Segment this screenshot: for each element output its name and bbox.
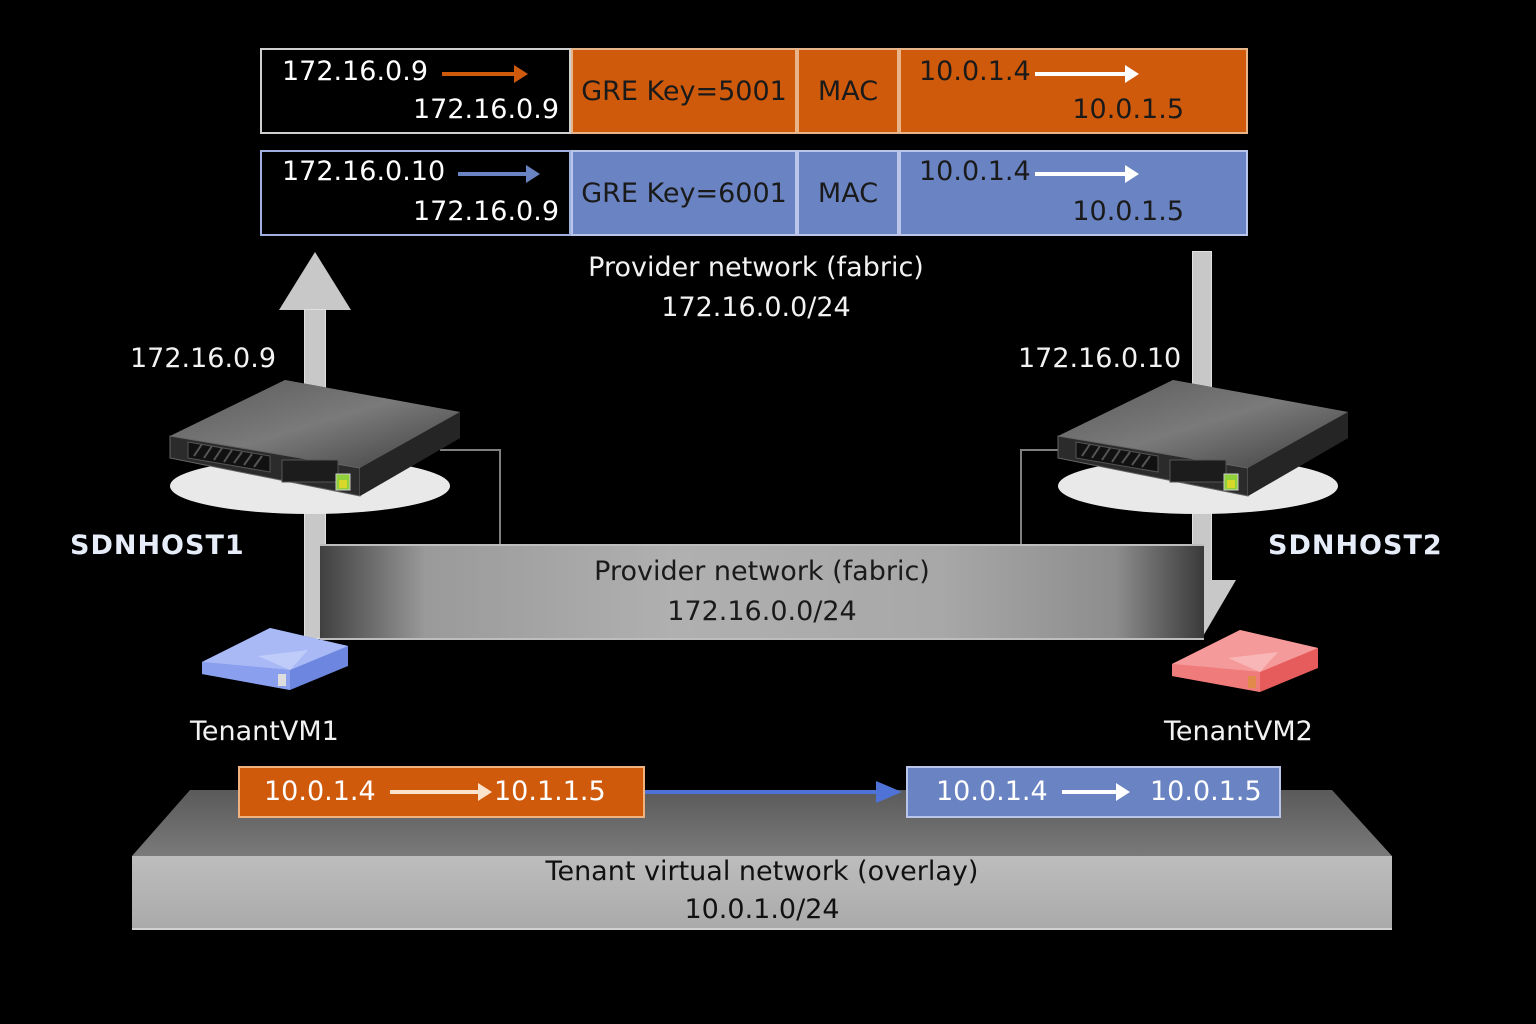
server-icon [1057,380,1348,514]
gre-key-cell: GRE Key=6001 [571,150,797,236]
tenant-packet-dst: 10.0.1.5 [1150,776,1262,807]
inner-dst-ip: 10.0.1.5 [1072,94,1184,125]
packet-header-orange: 172.16.0.9 172.16.0.9 GRE Key=5001 MAC 1… [260,48,1248,134]
mac-cell: MAC [797,48,899,134]
provider-network-label-top: Provider network (fabric) [588,252,924,283]
host2-link [1020,449,1022,544]
host2-name: SDNHOST2 [1268,530,1443,561]
tenant-packet-orange: 10.0.1.4 10.1.1.5 [238,766,645,818]
tenant-packet-src: 10.0.1.4 [264,776,376,807]
arrow-right-icon [1062,783,1130,801]
inner-ip-cell: 10.0.1.4 10.0.1.5 [899,48,1248,134]
host1-name: SDNHOST1 [70,530,245,561]
outer-ip-cell: 172.16.0.9 172.16.0.9 [260,48,571,134]
arrow-right-icon [1035,65,1139,83]
outer-dst-ip: 172.16.0.9 [413,94,559,125]
arrow-right-icon [442,65,528,83]
outer-src-ip: 172.16.0.9 [282,56,428,87]
tenant-vm2-name: TenantVM2 [1164,716,1313,747]
inner-src-ip: 10.0.1.4 [919,156,1031,187]
host1-link [499,449,501,544]
arrow-right-icon [390,783,492,801]
server-icon [169,380,460,514]
vm-icon [1172,630,1318,692]
gre-key-cell: GRE Key=5001 [571,48,797,134]
mac-cell: MAC [797,150,899,236]
inner-src-ip: 10.0.1.4 [919,56,1031,87]
host1-link [440,449,500,451]
packet-flow-line [645,790,881,794]
arrow-right-icon [876,781,902,803]
host2-link [1020,449,1060,451]
host1-ip: 172.16.0.9 [130,343,276,374]
arrow-right-icon [1035,165,1139,183]
provider-fabric-label: Provider network (fabric) [594,556,930,587]
provider-fabric-band: Provider network (fabric) 172.16.0.0/24 [320,544,1204,640]
vm-icon [202,628,348,690]
inner-ip-cell: 10.0.1.4 10.0.1.5 [899,150,1248,236]
packet-header-blue: 172.16.0.10 172.16.0.9 GRE Key=6001 MAC … [260,150,1248,236]
tenant-vm1-name: TenantVM1 [190,716,339,747]
outer-dst-ip: 172.16.0.9 [413,196,559,227]
host2-ip: 172.16.0.10 [1018,343,1182,374]
outer-src-ip: 172.16.0.10 [282,156,446,187]
tenant-network-subnet: 10.0.1.0/24 [684,894,840,925]
provider-fabric-subnet: 172.16.0.0/24 [667,596,857,627]
outer-ip-cell: 172.16.0.10 172.16.0.9 [260,150,571,236]
tenant-network-label: Tenant virtual network (overlay) [545,856,979,887]
tenant-packet-blue: 10.0.1.4 10.0.1.5 [906,766,1281,818]
tenant-network-slab: Tenant virtual network (overlay) 10.0.1.… [132,856,1392,930]
provider-network-subnet-top: 172.16.0.0/24 [661,292,851,323]
tenant-packet-dst: 10.1.1.5 [494,776,606,807]
inner-dst-ip: 10.0.1.5 [1072,196,1184,227]
arrow-up-icon [279,252,351,310]
tenant-packet-src: 10.0.1.4 [936,776,1048,807]
arrow-right-icon [458,165,540,183]
